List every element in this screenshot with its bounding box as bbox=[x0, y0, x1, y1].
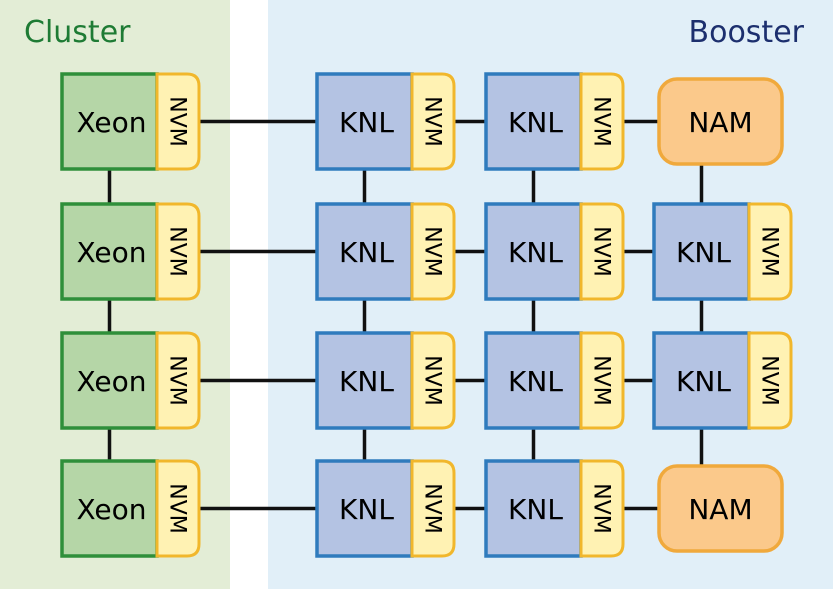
knl-node: KNL bbox=[484, 72, 583, 171]
nvm-box bbox=[579, 72, 625, 171]
nvm-module: NVM bbox=[155, 459, 201, 558]
knl-node: KNL bbox=[652, 331, 751, 430]
nvm-box bbox=[155, 202, 201, 301]
nvm-label: NVM bbox=[589, 96, 614, 147]
nvm-box bbox=[747, 331, 793, 430]
cluster-label: Cluster bbox=[24, 15, 131, 50]
knl-node-label: KNL bbox=[508, 493, 563, 526]
nvm-label: NVM bbox=[589, 226, 614, 277]
nvm-label: NVM bbox=[420, 355, 445, 406]
knl-node-label: KNL bbox=[508, 106, 563, 139]
xeon-node-label: Xeon bbox=[76, 236, 146, 269]
nvm-label: NVM bbox=[165, 483, 190, 534]
nvm-module: NVM bbox=[579, 331, 625, 430]
xeon-node: Xeon bbox=[60, 331, 159, 430]
knl-node-box bbox=[652, 331, 751, 430]
knl-node-box bbox=[484, 331, 583, 430]
knl-node-label: KNL bbox=[339, 493, 394, 526]
nvm-box bbox=[579, 202, 625, 301]
nvm-box bbox=[410, 202, 456, 301]
knl-node-box bbox=[315, 72, 414, 171]
nvm-module: NVM bbox=[579, 459, 625, 558]
xeon-node-label: Xeon bbox=[76, 106, 146, 139]
nvm-label: NVM bbox=[757, 226, 782, 277]
nvm-module: NVM bbox=[155, 72, 201, 171]
nvm-module: NVM bbox=[155, 202, 201, 301]
knl-node-label: KNL bbox=[339, 236, 394, 269]
nvm-module: NVM bbox=[410, 72, 456, 171]
xeon-node-box bbox=[60, 202, 159, 301]
nvm-box bbox=[155, 459, 201, 558]
knl-node: KNL bbox=[652, 202, 751, 301]
nam-label: NAM bbox=[688, 106, 752, 139]
xeon-node: Xeon bbox=[60, 202, 159, 301]
nvm-label: NVM bbox=[165, 96, 190, 147]
nvm-label: NVM bbox=[589, 483, 614, 534]
nvm-label: NVM bbox=[757, 355, 782, 406]
nam-box bbox=[657, 464, 784, 553]
knl-node: KNL bbox=[315, 202, 414, 301]
knl-node: KNL bbox=[484, 202, 583, 301]
booster-label: Booster bbox=[689, 15, 805, 50]
knl-node-box bbox=[484, 459, 583, 558]
knl-node-box bbox=[484, 202, 583, 301]
nvm-box bbox=[747, 202, 793, 301]
nvm-module: NVM bbox=[747, 331, 793, 430]
interconnect-links bbox=[107, 119, 704, 511]
nvm-label: NVM bbox=[420, 226, 445, 277]
nvm-label: NVM bbox=[420, 483, 445, 534]
nvm-module: NVM bbox=[579, 72, 625, 171]
knl-node-label: KNL bbox=[676, 236, 731, 269]
nvm-label: NVM bbox=[420, 96, 445, 147]
xeon-node: Xeon bbox=[60, 72, 159, 171]
knl-node: KNL bbox=[315, 459, 414, 558]
nvm-box bbox=[579, 459, 625, 558]
knl-node-label: KNL bbox=[339, 365, 394, 398]
knl-node: KNL bbox=[484, 331, 583, 430]
nvm-module: NVM bbox=[579, 202, 625, 301]
nvm-box bbox=[155, 331, 201, 430]
nvm-box bbox=[410, 72, 456, 171]
knl-node-label: KNL bbox=[339, 106, 394, 139]
knl-node-label: KNL bbox=[508, 236, 563, 269]
nvm-module: NVM bbox=[410, 202, 456, 301]
xeon-node-label: Xeon bbox=[76, 493, 146, 526]
knl-node: KNL bbox=[315, 72, 414, 171]
nvm-module: NVM bbox=[747, 202, 793, 301]
nam-node: NAM bbox=[657, 77, 784, 166]
knl-node-box bbox=[315, 202, 414, 301]
nvm-box bbox=[410, 459, 456, 558]
xeon-node-label: Xeon bbox=[76, 365, 146, 398]
nam-box bbox=[657, 77, 784, 166]
knl-node-label: KNL bbox=[508, 365, 563, 398]
nvm-box bbox=[155, 72, 201, 171]
nvm-box bbox=[410, 331, 456, 430]
knl-node-label: KNL bbox=[676, 365, 731, 398]
knl-node: KNL bbox=[315, 331, 414, 430]
nvm-label: NVM bbox=[165, 355, 190, 406]
nvm-box bbox=[579, 331, 625, 430]
nvm-module: NVM bbox=[410, 331, 456, 430]
xeon-node-box bbox=[60, 331, 159, 430]
nvm-label: NVM bbox=[589, 355, 614, 406]
knl-node: KNL bbox=[484, 459, 583, 558]
nvm-label: NVM bbox=[165, 226, 190, 277]
knl-node-box bbox=[484, 72, 583, 171]
nvm-module: NVM bbox=[155, 331, 201, 430]
nvm-module: NVM bbox=[410, 459, 456, 558]
nam-label: NAM bbox=[688, 493, 752, 526]
nam-node: NAM bbox=[657, 464, 784, 553]
xeon-node: Xeon bbox=[60, 459, 159, 558]
